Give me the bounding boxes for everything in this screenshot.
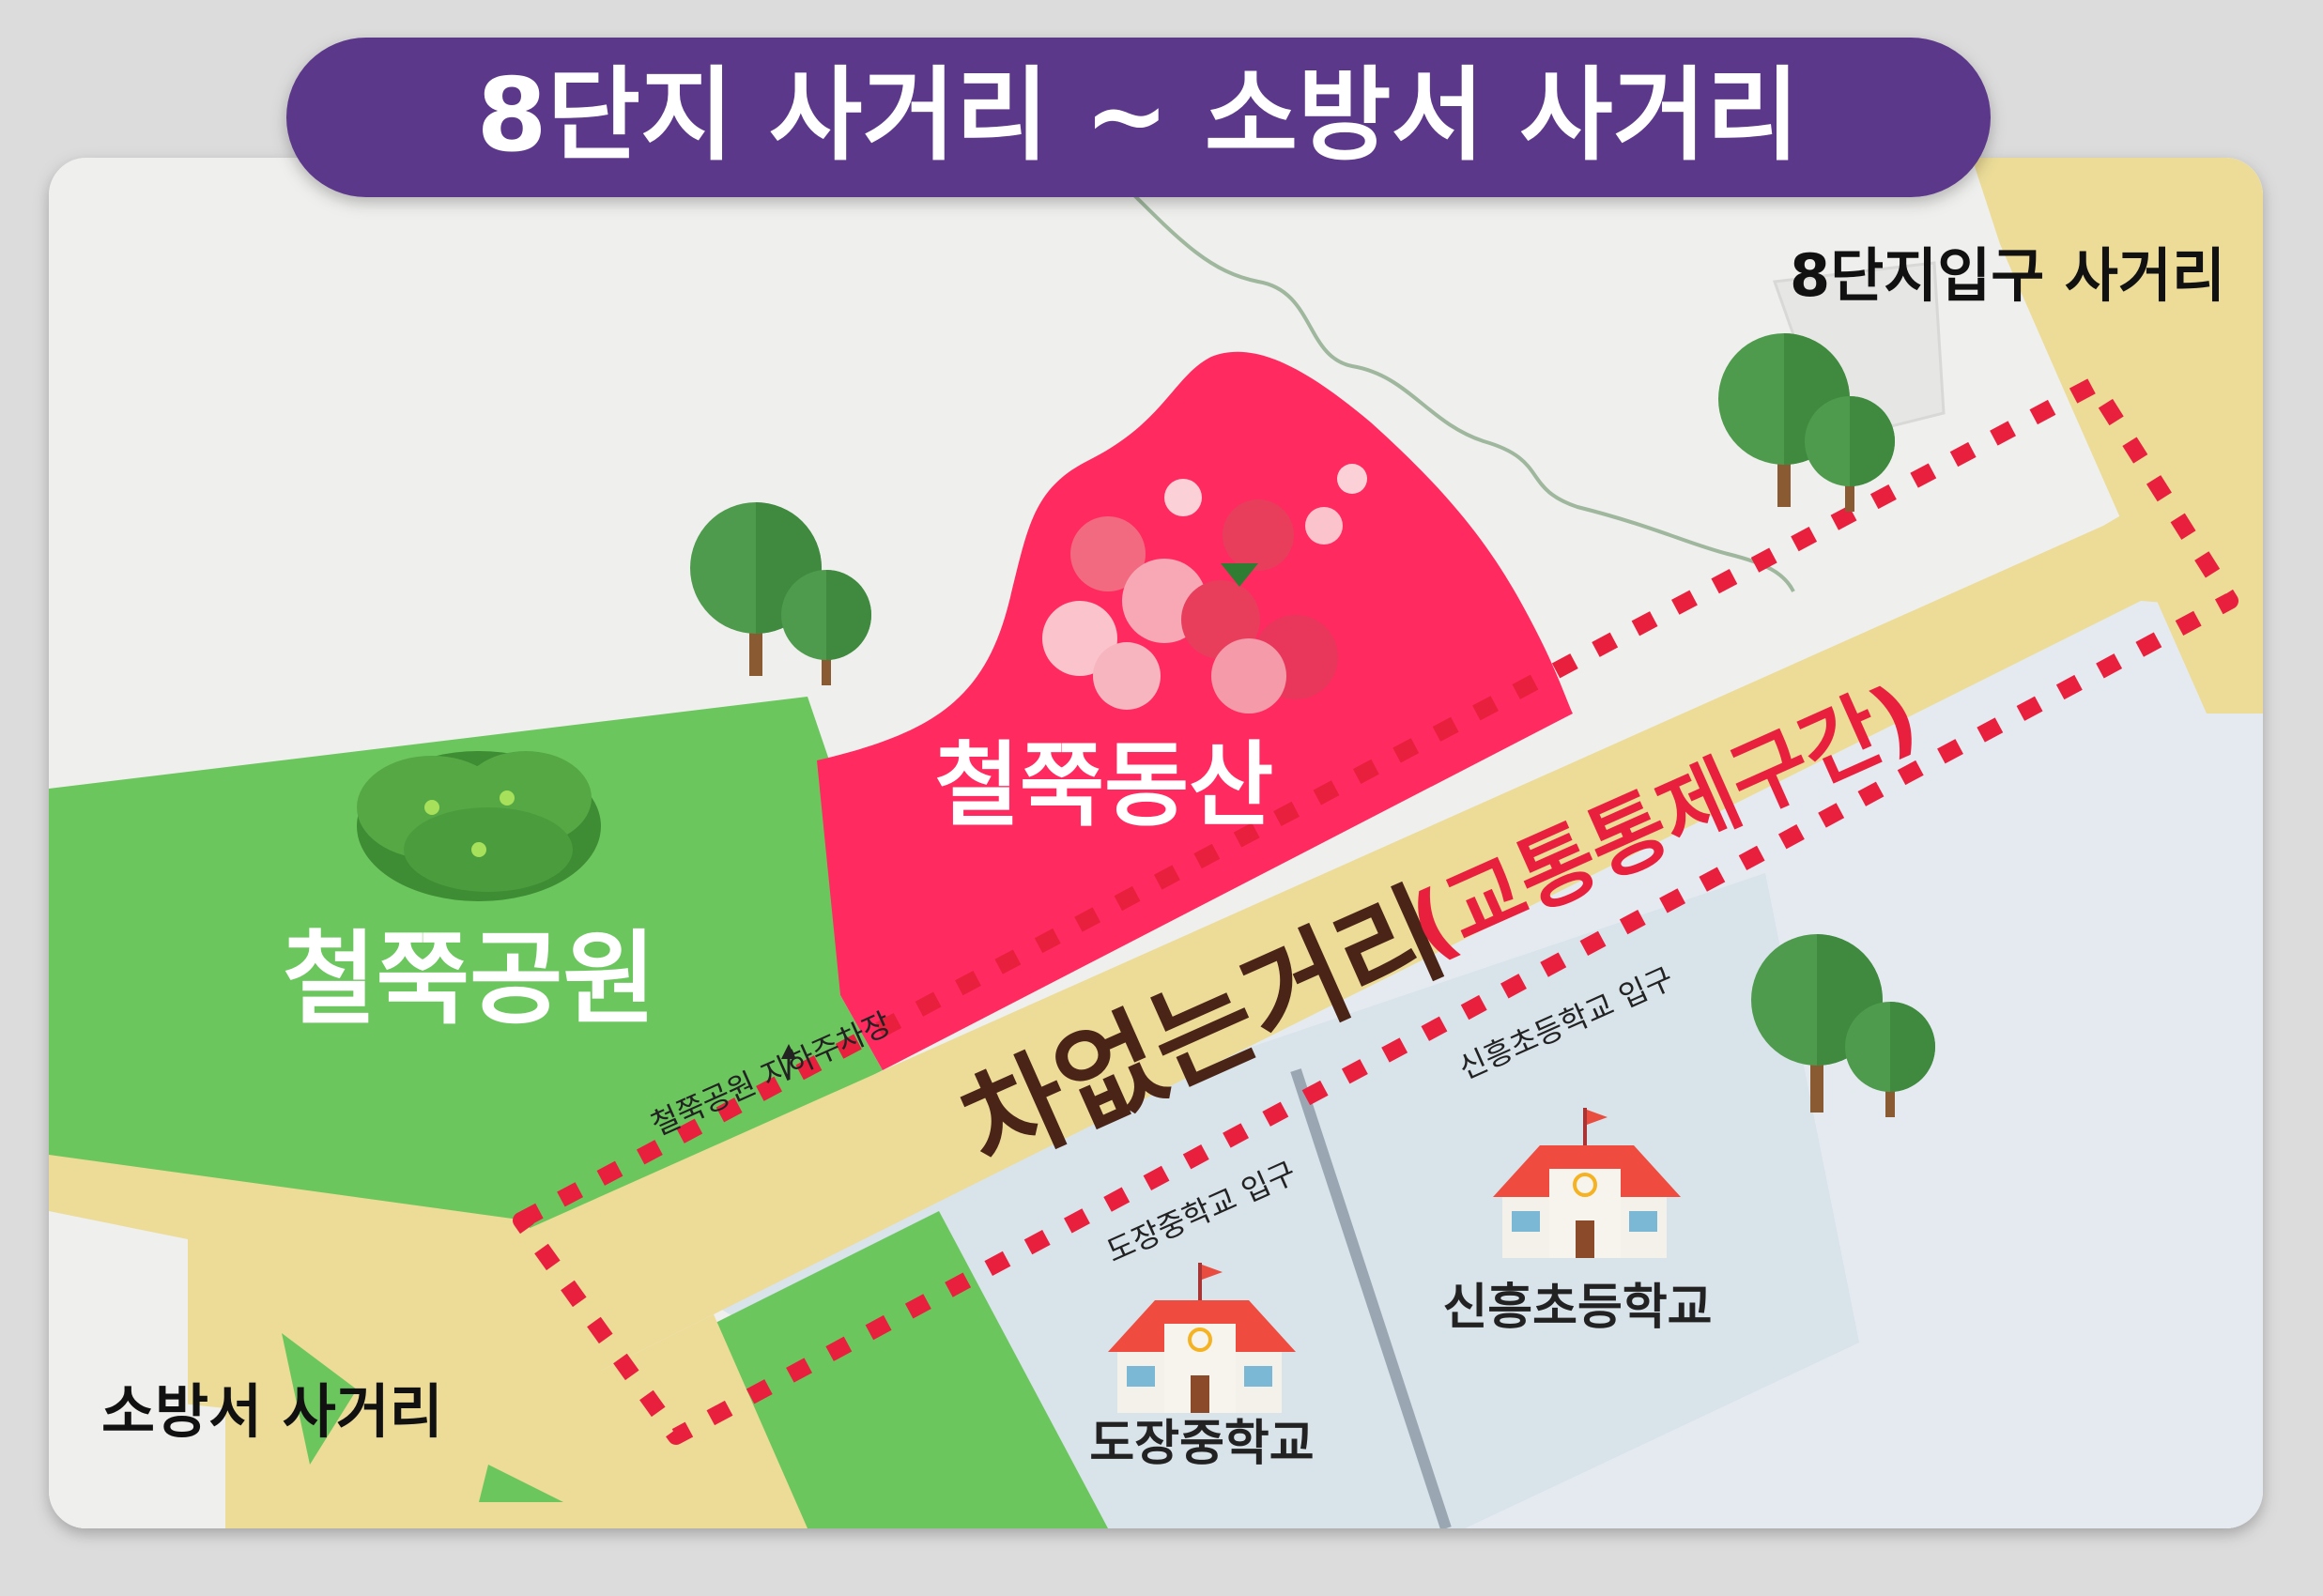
dojang-school-label: 도장중학교 [1089,1416,1314,1472]
school-building-icon [1493,1108,1681,1258]
trail-path [1125,186,1795,592]
tree-icon [1751,934,1935,1117]
school-building-icon [1108,1263,1296,1413]
right-road [1972,158,2263,714]
intersection-8danji-label: 8단지입구 사거리 [1790,241,2225,310]
bottom-left-road [49,1155,808,1528]
tree-icon [1718,333,1895,512]
tree-icon [690,502,871,685]
traffic-control-boundary [513,376,2238,1445]
azalea-park-label: 철쭉공원 [283,921,655,1038]
intersection-fire-station-label: 소방서 사거리 [101,1377,443,1446]
page-title: 8단지 사거리 ~ 소방서 사거리 [477,57,1800,175]
azalea-hill-label: 철쭉동산 [935,732,1274,839]
azalea-hill-area [817,351,1573,1071]
shrub-icon [357,751,601,901]
arrow-up-icon [781,1044,796,1080]
shinheung-school-label: 신흥초등학교 [1442,1280,1712,1336]
green-area-bottom [714,1211,1108,1528]
azalea-flowers-icon [1042,464,1367,714]
main-road [526,432,2263,1380]
title-bar [286,38,1991,197]
azalea-park-area [49,697,883,1249]
